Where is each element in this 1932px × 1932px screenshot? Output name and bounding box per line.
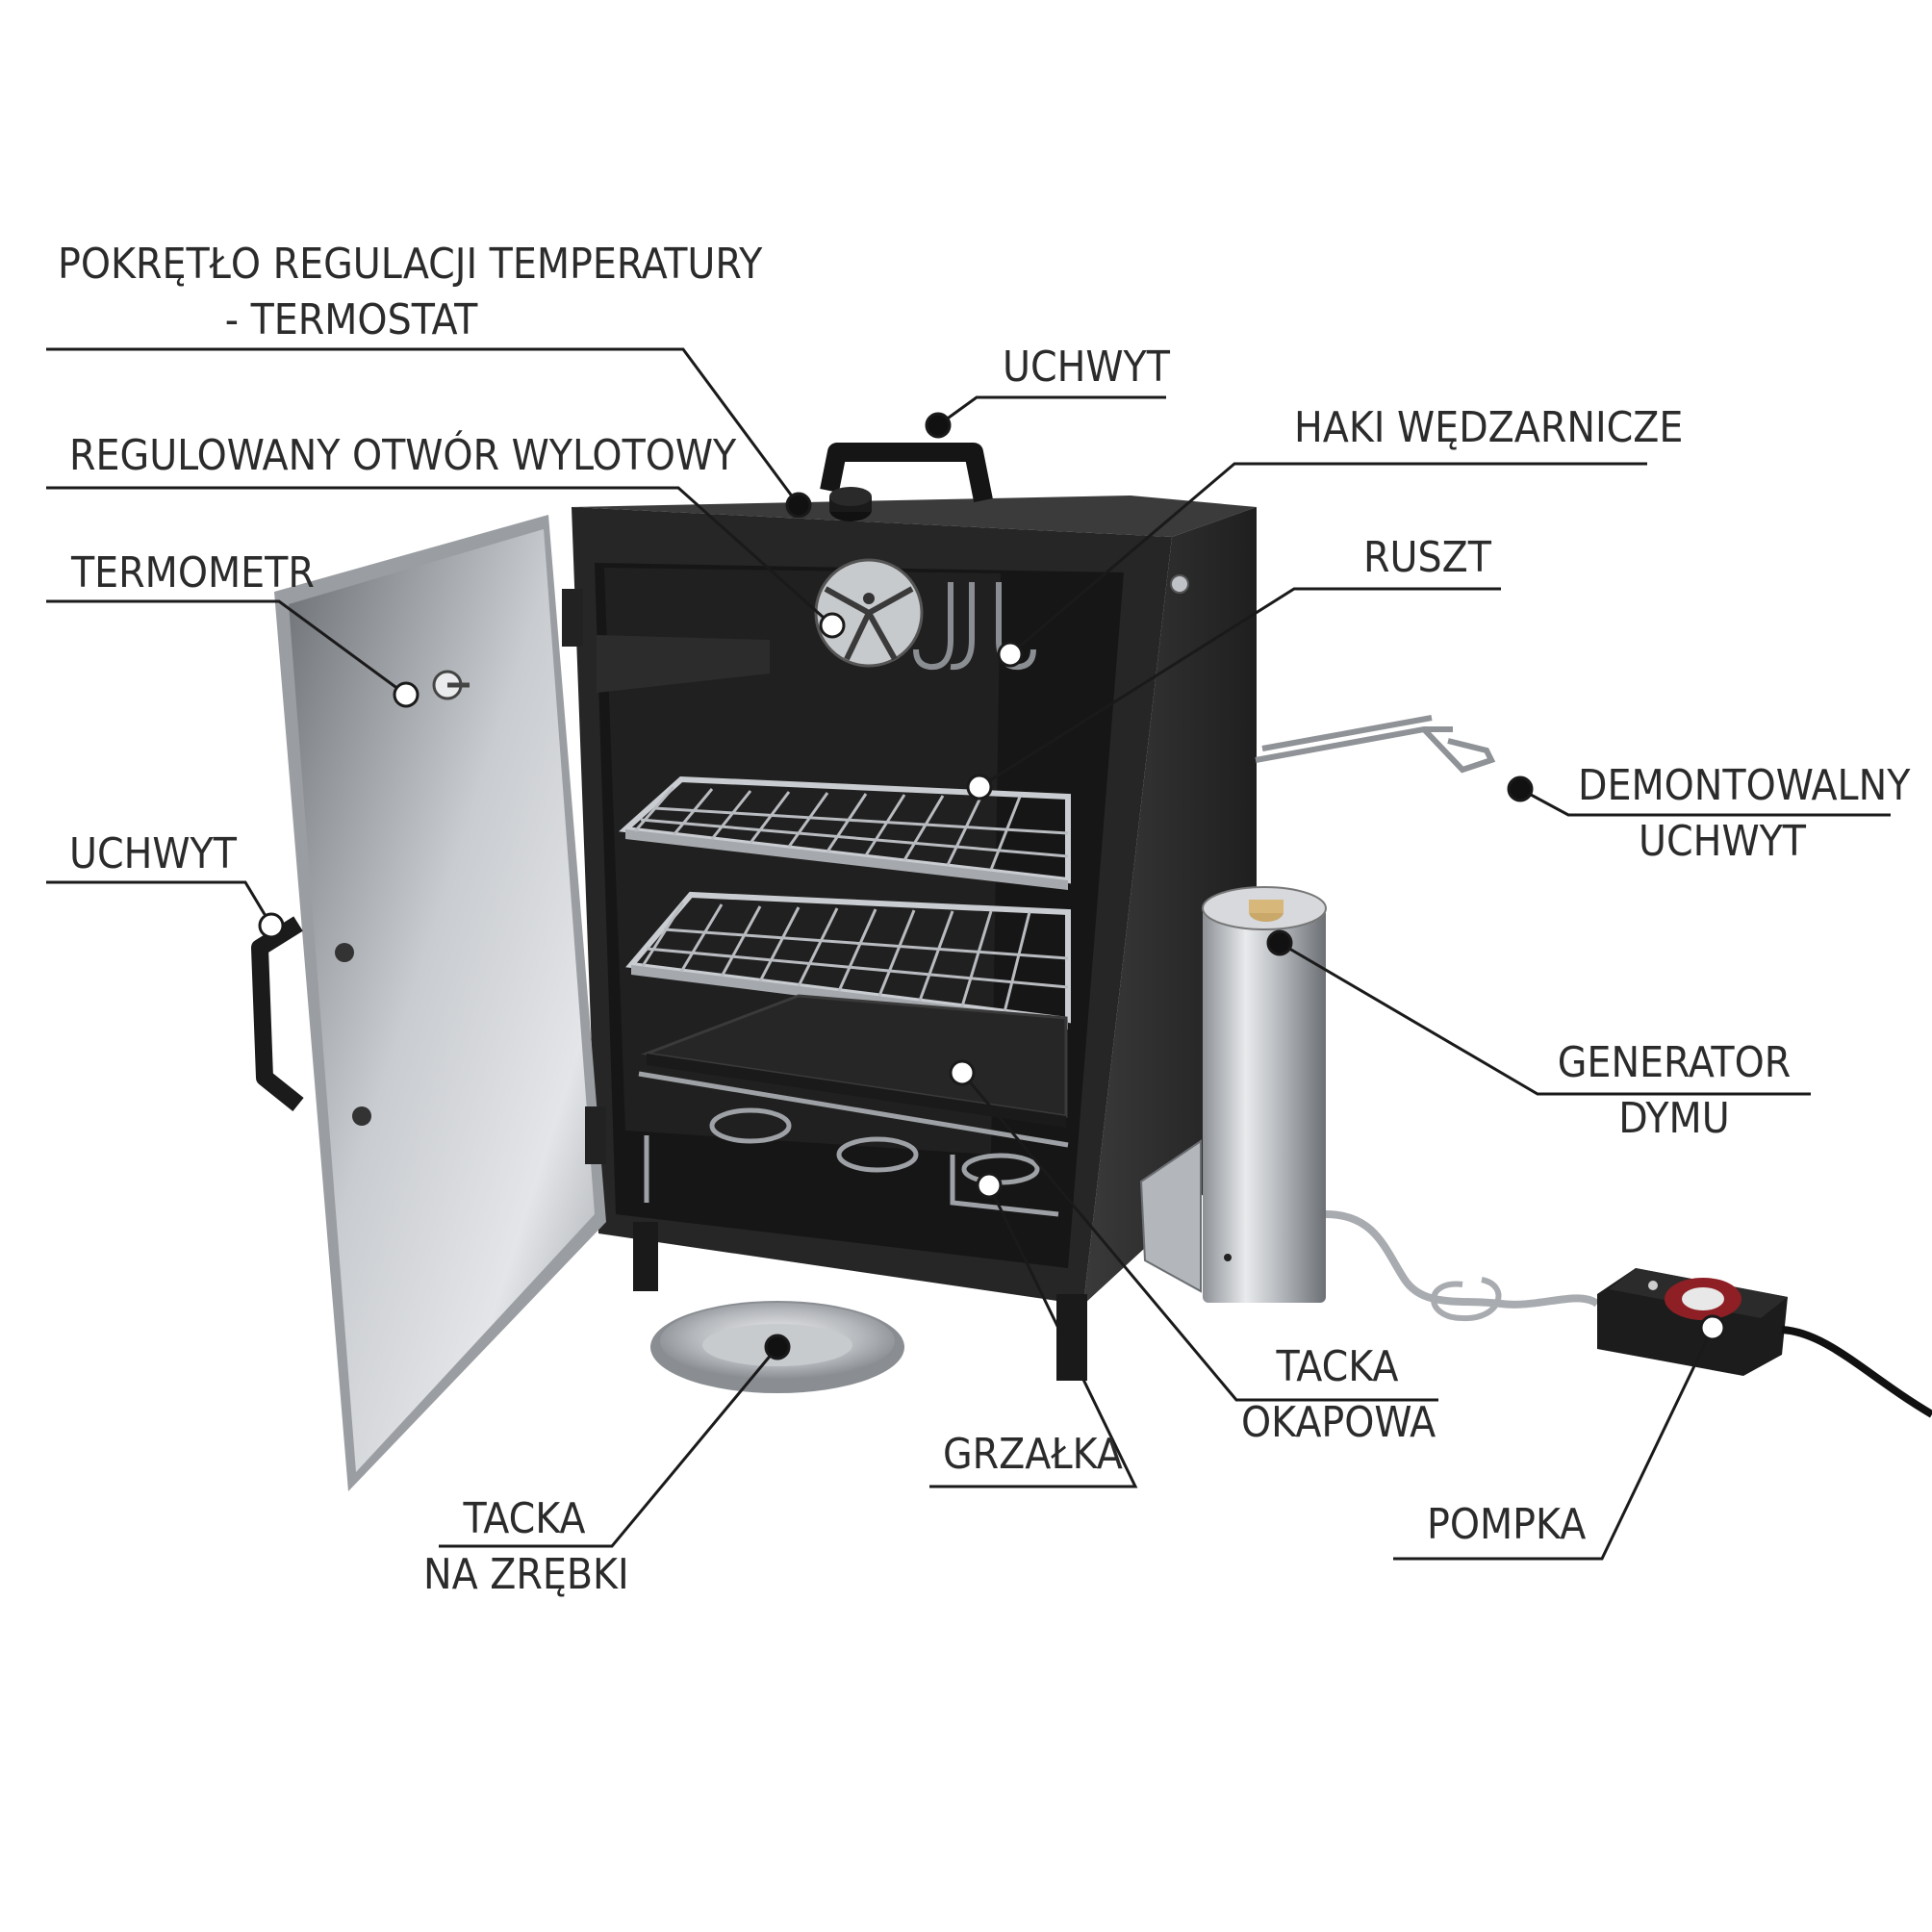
grate-upper [619,775,1071,890]
label-grate-text: RUSZT [1363,533,1491,582]
removable-handle [1255,715,1496,774]
label-heater-text: GRZAŁKA [943,1430,1123,1479]
vent-disc [814,558,924,668]
label-top-handle: UCHWYT [1003,340,1170,395]
label-chip-tray-line1: TACKA [463,1494,586,1543]
thermostat-knob [829,487,872,521]
label-drip-tray-line1: TACKA [1276,1342,1399,1391]
drip-tray [641,994,1068,1128]
label-door-handle: UCHWYT [69,826,237,882]
pump [1597,1268,1932,1418]
label-thermostat: POKRĘTŁO REGULACJI TEMPERATURY - TERMOST… [58,237,763,348]
label-hooks-text: HAKI WĘDZARNICZE [1294,403,1684,452]
label-removable-handle-line2: UCHWYT [1639,817,1806,866]
label-pump: POMPKA [1427,1497,1586,1553]
label-chip-tray-line2: NA ZRĘBKI [423,1550,629,1599]
heater [638,1071,1069,1217]
label-removable-handle-line1: DEMONTOWALNY [1578,761,1911,810]
top-handle [820,443,993,502]
label-removable-handle: DEMONTOWALNY UCHWYT [1578,758,1911,870]
label-grate: RUSZT [1363,530,1491,586]
label-thermostat-line2: - TERMOSTAT [224,295,478,344]
leader-dots [258,412,1726,1360]
smoker-door [274,515,606,1491]
label-smoke-generator-line1: GENERATOR [1557,1038,1792,1087]
label-pump-text: POMPKA [1427,1500,1587,1549]
label-drip-tray: TACKA OKAPOWA [1241,1339,1436,1451]
label-hooks: HAKI WĘDZARNICZE [1294,400,1683,456]
label-thermostat-line1: POKRĘTŁO REGULACJI TEMPERATURY [58,240,763,289]
label-door-handle-text: UCHWYT [69,829,237,878]
label-thermometer: TERMOMETR [71,546,315,601]
label-top-handle-text: UCHWYT [1003,343,1170,392]
label-vent-text: REGULOWANY OTWÓR WYLOTOWY [69,431,737,480]
label-heater: GRZAŁKA [943,1427,1123,1483]
label-vent: REGULOWANY OTWÓR WYLOTOWY [69,428,736,484]
door-handle [251,916,304,1112]
leader-lines [46,347,1891,1561]
label-chip-tray: TACKA NA ZRĘBKI [423,1491,629,1603]
label-thermometer-text: TERMOMETR [71,548,315,597]
label-smoke-generator: GENERATOR DYMU [1549,1035,1799,1147]
label-smoke-generator-line2: DYMU [1618,1094,1730,1143]
smoke-generator [1139,886,1600,1322]
label-drip-tray-line2: OKAPOWA [1241,1398,1436,1447]
